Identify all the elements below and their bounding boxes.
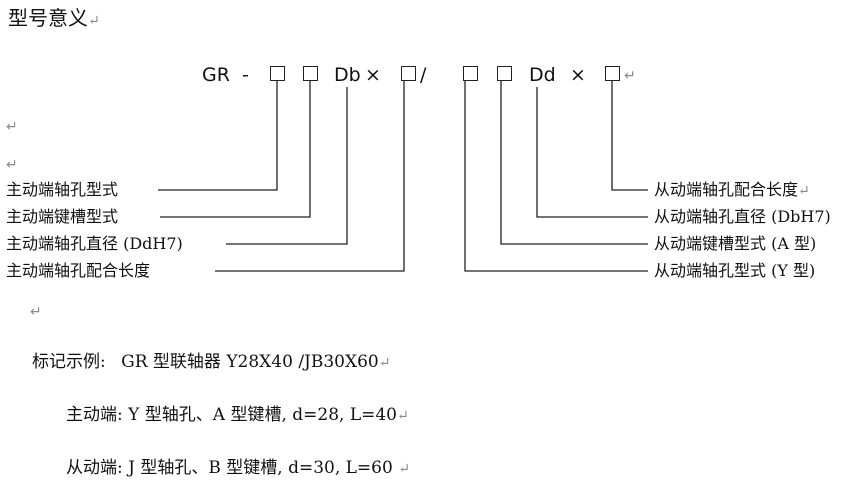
label-driven-keyway-type: 从动端键槽型式 (A 型) [654,234,817,253]
code-box-driver-length [401,66,416,81]
driver-label: 主动端: [66,405,123,425]
paragraph-mark: ↵ [798,183,810,199]
code-slash: / [420,64,427,86]
label-driver-diameter: 主动端轴孔直径 (DdH7) [6,234,183,253]
example-text: GR 型联轴器 Y28X40 /JB30X60 [121,352,379,372]
driver-line: 主动端: Y 型轴孔、A 型键槽, d=28, L=40↵ [66,407,409,424]
code-box-driver-keyway-type [303,66,318,81]
paragraph-mark: ↵ [624,68,636,84]
leader-driven-diameter [536,87,648,218]
driven-label: 从动端: [66,458,123,478]
code-gr: GR [202,64,230,86]
code-box-driven-length [605,66,620,81]
code-times-1: × [365,64,381,86]
example-line: 标记示例: GR 型联轴器 Y28X40 /JB30X60↵ [32,354,390,371]
paragraph-mark: ↵ [30,304,42,320]
leader-driver-length [215,81,405,272]
label-driven-length: 从动端轴孔配合长度↵ [654,180,810,199]
label-driver-keyway-type: 主动端键槽型式 [6,207,119,226]
leader-driven-bore-type [464,81,648,272]
leader-driver-keyway-type [160,81,311,218]
label-driven-bore-type: 从动端轴孔型式 (Y 型) [654,261,816,280]
paragraph-mark: ↵ [397,408,409,424]
code-dash: - [242,64,249,86]
leader-driven-length [611,81,648,191]
leader-driver-bore-type [158,81,278,191]
paragraph-mark: ↵ [378,355,391,371]
code-box-driven-keyway-type [497,66,512,81]
driver-text: Y 型轴孔、A 型键槽, d=28, L=40 [128,405,397,425]
code-dd: Dd [529,64,556,86]
paragraph-mark: ↵ [398,461,410,477]
label-driven-diameter: 从动端轴孔直径 (DbH7) [654,207,831,226]
paragraph-mark: ↵ [88,13,100,29]
driven-line: 从动端: J 型轴孔、B 型键槽, d=30, L=60 ↵ [66,460,410,477]
leader-driver-diameter [226,87,348,245]
example-label: 标记示例: [32,352,106,372]
code-box-driver-bore-type [270,66,285,81]
code-db: Db [334,64,361,86]
leader-driven-keyway-type [500,81,648,245]
code-box-driven-bore-type [463,66,478,81]
paragraph-mark: ↵ [6,119,18,135]
page-title: 型号意义↵ [8,6,100,30]
label-driver-length: 主动端轴孔配合长度 [6,261,151,280]
label-driver-bore-type: 主动端轴孔型式 [6,180,119,199]
code-times-2: × [570,64,586,86]
driven-text: J 型轴孔、B 型键槽, d=30, L=60 [128,458,393,478]
paragraph-mark: ↵ [6,157,18,173]
